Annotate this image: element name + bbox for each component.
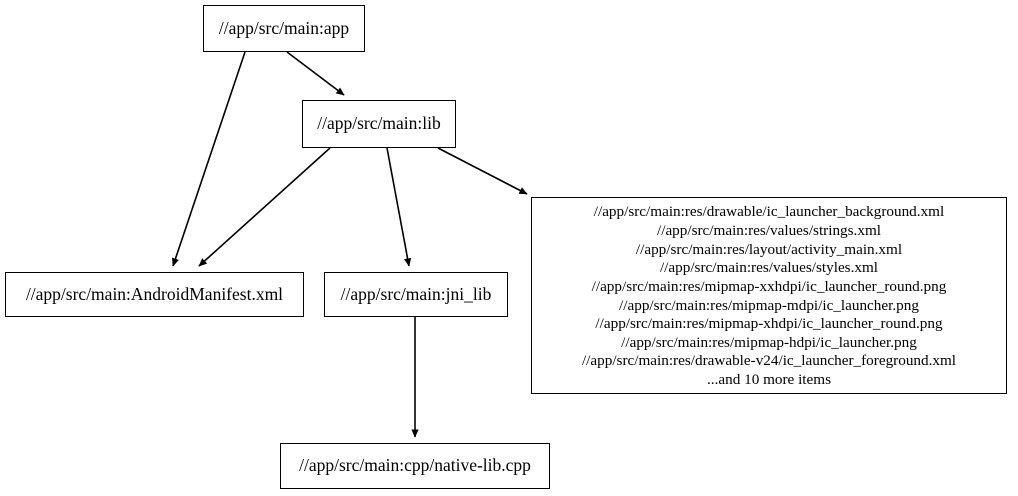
node-native-lib-cpp-label: //app/src/main:cpp/native-lib.cpp [299, 455, 531, 476]
edge-app-to-manifest [171, 51, 246, 267]
node-res-files[interactable]: //app/src/main:res/drawable/ic_launcher_… [531, 197, 1007, 394]
node-lib-label: //app/src/main:lib [317, 113, 441, 134]
edge-lib-to-res [437, 147, 528, 195]
node-res-files-label: //app/src/main:res/drawable/ic_launcher_… [581, 203, 957, 389]
node-jni-lib[interactable]: //app/src/main:jni_lib [324, 272, 508, 317]
node-native-lib-cpp[interactable]: //app/src/main:cpp/native-lib.cpp [280, 443, 550, 489]
node-app[interactable]: //app/src/main:app [203, 5, 365, 52]
node-android-manifest-label: //app/src/main:AndroidManifest.xml [25, 283, 284, 304]
node-lib[interactable]: //app/src/main:lib [302, 100, 456, 148]
node-app-label: //app/src/main:app [218, 17, 350, 38]
edge-app-to-lib [286, 51, 345, 96]
edge-lib-to-jni-lib [386, 147, 412, 267]
node-jni-lib-label: //app/src/main:jni_lib [340, 283, 492, 304]
edge-lib-to-manifest [198, 147, 331, 267]
node-android-manifest[interactable]: //app/src/main:AndroidManifest.xml [5, 272, 304, 317]
